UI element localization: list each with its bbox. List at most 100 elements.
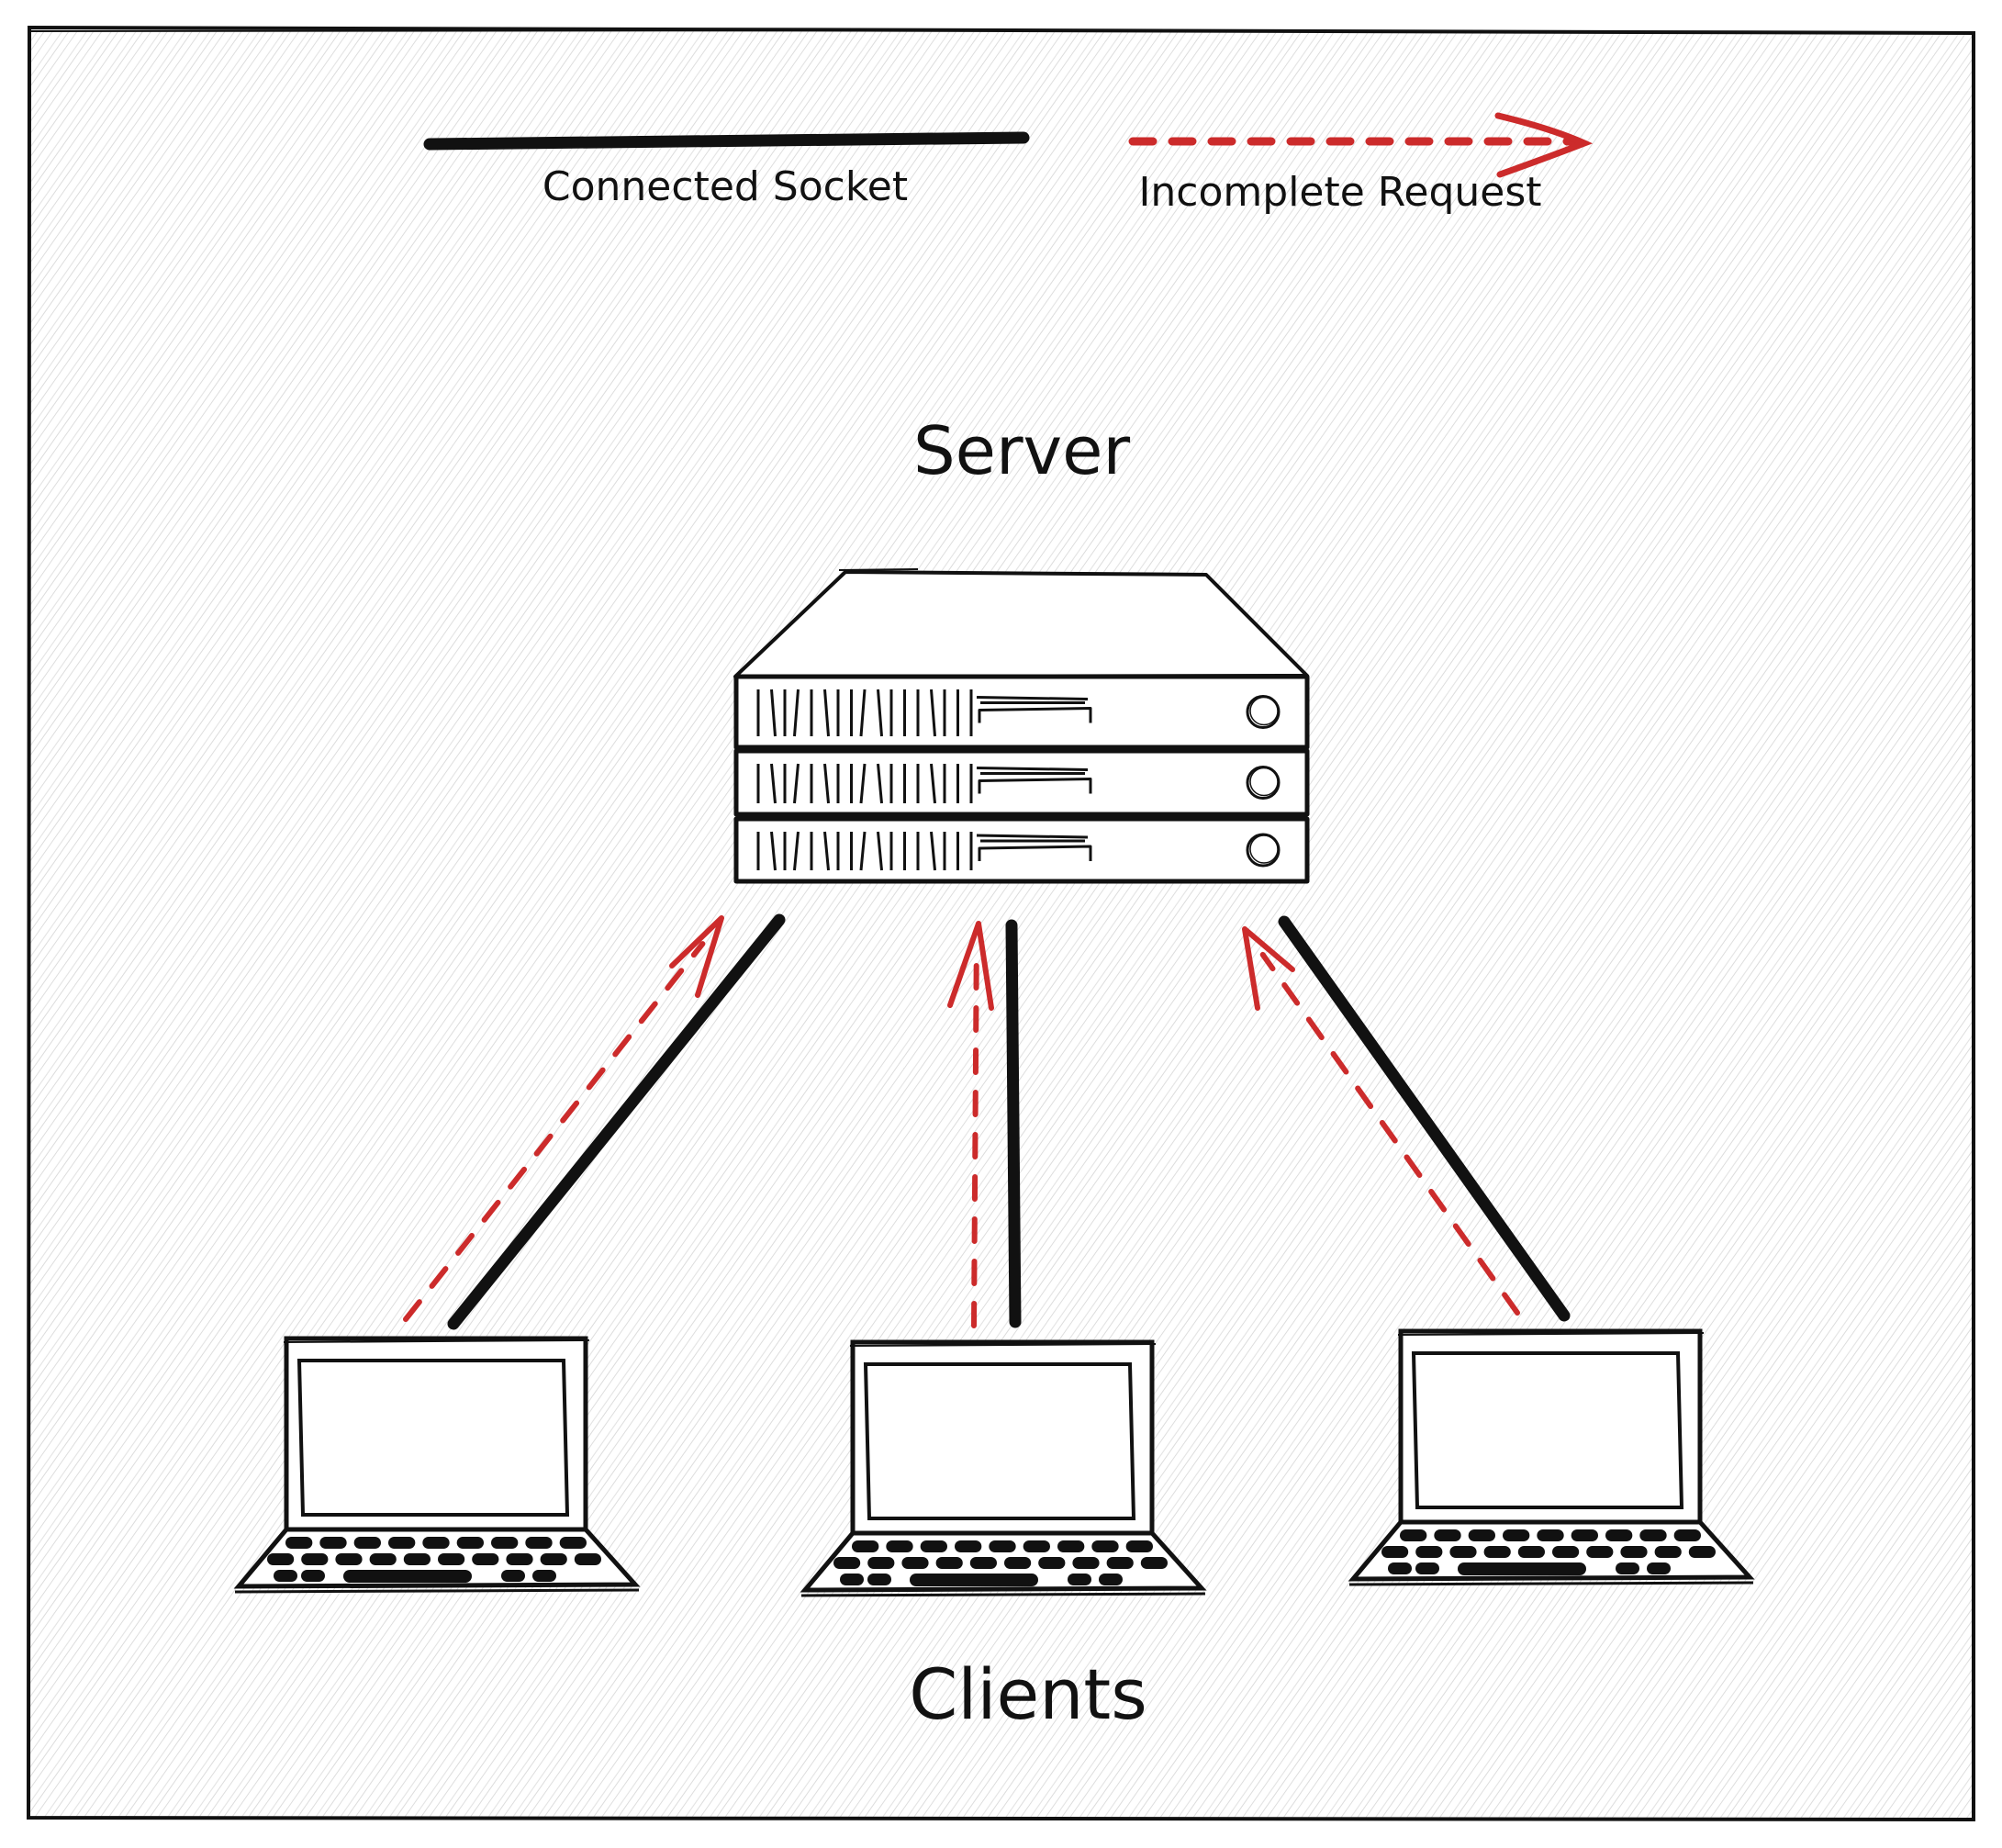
key xyxy=(955,1540,982,1552)
key xyxy=(438,1553,465,1565)
key xyxy=(1400,1529,1427,1541)
vent-slot xyxy=(930,763,936,804)
key xyxy=(1688,1546,1716,1558)
vent-slot xyxy=(793,763,800,804)
vent-slot xyxy=(930,831,936,871)
key xyxy=(1537,1529,1564,1541)
key xyxy=(969,1557,997,1569)
key xyxy=(1552,1546,1580,1558)
key xyxy=(369,1553,397,1565)
key xyxy=(1125,1540,1153,1552)
key xyxy=(935,1557,963,1569)
key xyxy=(1647,1562,1671,1574)
power-button-icon xyxy=(1246,833,1281,868)
laptop-screen xyxy=(1411,1351,1684,1509)
vent-slot xyxy=(859,831,867,871)
server-unit xyxy=(733,748,1310,817)
key xyxy=(1616,1562,1639,1574)
connection-client-2 xyxy=(947,919,1022,1328)
key xyxy=(491,1537,519,1549)
key xyxy=(335,1553,363,1565)
arrowhead-icon xyxy=(669,915,724,998)
key xyxy=(886,1540,913,1552)
key xyxy=(1654,1546,1682,1558)
connection-client-3 xyxy=(1242,915,1571,1322)
key xyxy=(1673,1529,1701,1541)
arrowhead-icon xyxy=(947,921,994,1011)
vent-slot xyxy=(877,831,883,871)
legend-connected-socket-label: Connected Socket xyxy=(542,163,908,210)
key xyxy=(1381,1546,1409,1558)
key xyxy=(1038,1557,1066,1569)
power-button-icon xyxy=(1246,766,1281,800)
vent-slot xyxy=(859,689,867,737)
key xyxy=(301,1570,325,1582)
key xyxy=(1106,1557,1134,1569)
key xyxy=(1483,1546,1511,1558)
vent-slot xyxy=(877,689,883,737)
key xyxy=(456,1537,484,1549)
vent-slot xyxy=(770,831,777,871)
key xyxy=(1503,1529,1530,1541)
spacebar xyxy=(343,1570,472,1583)
server-unit xyxy=(733,674,1310,750)
key xyxy=(506,1553,533,1565)
key xyxy=(267,1553,295,1565)
key xyxy=(1434,1529,1461,1541)
legend-incomplete-request-label: Incomplete Request xyxy=(1138,169,1541,216)
server-unit xyxy=(733,816,1310,884)
arrowhead-icon xyxy=(1242,926,1295,1011)
vent-slot xyxy=(877,763,883,804)
incomplete-request-arrow xyxy=(971,946,979,1328)
key xyxy=(472,1553,499,1565)
laptop-icon xyxy=(233,1336,641,1594)
drive-bay xyxy=(978,845,1092,861)
key xyxy=(274,1570,297,1582)
key xyxy=(501,1570,525,1582)
key xyxy=(353,1537,381,1549)
key xyxy=(867,1557,895,1569)
clients-label: Clients xyxy=(909,1653,1147,1735)
key xyxy=(422,1537,450,1549)
vent-slot xyxy=(793,831,800,871)
vent-slot xyxy=(930,689,936,737)
key xyxy=(403,1553,431,1565)
key xyxy=(833,1557,861,1569)
key xyxy=(920,1540,947,1552)
connected-socket-line xyxy=(1278,915,1571,1322)
key xyxy=(901,1557,929,1569)
vent-slot xyxy=(823,831,830,871)
connection-client-1 xyxy=(403,913,786,1330)
legend: Connected Socket Incomplete Request xyxy=(423,112,1594,216)
connected-socket-line xyxy=(447,913,786,1330)
laptop-screen xyxy=(296,1359,570,1517)
key xyxy=(1023,1540,1050,1552)
drive-bay xyxy=(978,778,1092,794)
key xyxy=(1620,1546,1648,1558)
incomplete-request-arrow xyxy=(1259,951,1520,1316)
vent-slot xyxy=(823,689,830,737)
key xyxy=(1140,1557,1168,1569)
vent-slot xyxy=(770,763,777,804)
laptop-icon xyxy=(1348,1328,1755,1586)
server-label: Server xyxy=(913,412,1131,489)
key xyxy=(285,1537,313,1549)
key xyxy=(388,1537,416,1549)
key xyxy=(1571,1529,1598,1541)
vent-slot xyxy=(793,689,800,737)
drive-bay xyxy=(978,707,1092,723)
key xyxy=(1072,1557,1100,1569)
key xyxy=(840,1574,864,1585)
laptop-icon xyxy=(800,1339,1207,1597)
key xyxy=(852,1540,879,1552)
key xyxy=(525,1537,553,1549)
spacebar xyxy=(1458,1562,1586,1575)
key xyxy=(1468,1529,1495,1541)
key xyxy=(319,1537,347,1549)
spacebar xyxy=(910,1574,1038,1586)
key xyxy=(1517,1546,1545,1558)
key xyxy=(1415,1546,1443,1558)
key xyxy=(1068,1574,1091,1585)
key xyxy=(532,1570,556,1582)
